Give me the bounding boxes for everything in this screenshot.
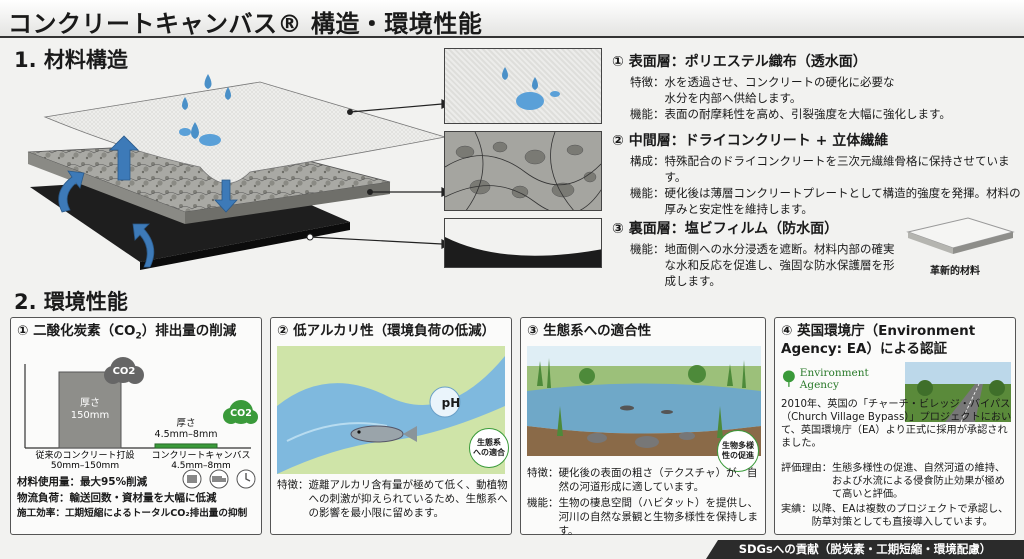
river-fish-illustration [277, 346, 505, 474]
page-title: コンクリートキャンバス® 構造・環境性能 [8, 10, 483, 38]
co2-title-post: ）排出量の削減 [141, 323, 237, 339]
ph-bubble-text: pH [441, 396, 461, 410]
co2-panel-notes: 材料使用量：最大95%削減 物流負荷：輸送回数・資材量を大幅に低減 施工効率：工… [17, 474, 247, 522]
ea-row1-label: 評価理由： [781, 463, 832, 474]
layer3-row1-text: 地面側への水分浸透を遮断。材料内部の確実な水和反応を促進し、強固な防水保護層を形… [664, 242, 895, 288]
section2-heading: 2. 環境性能 [14, 290, 128, 314]
eco-row1-label: 特徴： [527, 467, 559, 479]
low-alkaline-description: 特徴： 遊離アルカリ含有量が極めて低く、動植物への刺激が抑えられているため、生態… [277, 478, 509, 520]
co2-cloud-green-text: CO2 [230, 408, 252, 419]
ea-row2-label: 実績： [781, 504, 812, 515]
ea-details: 評価理由：生態多様性の促進、自然河道の維持、および水流による侵食防止効果が極めて… [781, 462, 1013, 529]
low-alkaline-label: 特徴： [277, 479, 309, 491]
layer3-description: ③ 裏面層：塩ビフィルム（防水面） 機能：地面側への水分浸透を遮断。材料内部の確… [612, 219, 902, 289]
ea-certification-panel: ④ 英国環境庁（Environment Agency: EA）による認証 Env… [774, 317, 1016, 535]
layer1-row1-label: 特徴： [630, 75, 665, 89]
co2-cloud-grey-text: CO2 [113, 366, 136, 377]
canvas-bar [154, 443, 218, 449]
co2-title-pre: ① 二酸化炭素（CO [17, 323, 136, 339]
layer2-row1-label: 構成： [630, 154, 665, 168]
biodiversity-badge: 生物多様 性の促進 [717, 430, 759, 472]
layer2-description: ② 中間層：ドライコンクリート + 立体繊維 構成：特殊配合のドライコンクリート… [612, 131, 1022, 217]
surface-layer-thumbnail [444, 48, 602, 124]
eco-row2-text: 生物の棲息空間（ハビタット）を提供し、河川の自然な景観と生物多様性を保持します。 [558, 497, 759, 537]
layer1-description: ① 表面層：ポリエステル織布（透水面） 特徴：水を透過させ、コンクリートの硬化に… [612, 52, 1022, 122]
ecosystem-title: ③ 生態系への適合性 [527, 323, 652, 339]
ea-logo: Environment Agency [781, 362, 873, 396]
co2-panel-title: ① 二酸化炭素（CO2）排出量の削減 [17, 322, 236, 346]
water-flow-arrows [58, 135, 238, 268]
eco-row1-text: 硬化後の表面の粗さ（テクスチャ）が、自然の河道形成に適しています。 [558, 467, 758, 493]
innovative-material-label: 革新的材料 [930, 266, 980, 277]
layer3-title: ③ 裏面層：塩ビフィルム（防水面） [612, 221, 839, 237]
concrete-layer-thumbnail [444, 131, 602, 211]
co2-line2: 物流負荷：輸送回数・資材量を大幅に低減 [17, 492, 217, 504]
low-alkaline-title: ② 低アルカリ性（環境負荷の低減） [277, 323, 496, 339]
low-alkaline-panel: ② 低アルカリ性（環境負荷の低減） pH 生態系 への適合 特徴： 遊離アルカリ… [270, 317, 512, 535]
layer3-row1-label: 機能： [630, 242, 665, 256]
layer-exploded-diagram [27, 74, 450, 270]
ea-logo-text: Environment Agency [799, 367, 869, 391]
ea-row1-text: 生態多様性の促進、自然河道の維持、および水流による侵食防止効果が極めて高いと評価… [831, 463, 1006, 500]
layer2-title: ② 中間層：ドライコンクリート + 立体繊維 [612, 133, 889, 149]
layer1-title: ① 表面層：ポリエステル織布（透水面） [612, 54, 867, 70]
ecosystem-panel: ③ 生態系への適合性 生物多様 性の促進 特徴：硬化後の表面の粗さ（テクスチャ）… [520, 317, 766, 538]
bypass-road-photo [905, 362, 1011, 422]
eco-fit-badge: 生態系 への適合 [469, 428, 509, 468]
sdgs-footer: SDGsへの貢献（脱炭素・工期短縮・環境配慮） [706, 540, 1024, 559]
co2-cloud-grey [104, 357, 144, 384]
ea-logo-icon [782, 370, 795, 387]
fish [350, 425, 417, 443]
layer2-row2-text: 硬化後は薄層コンクリートプレートとして構造的強度を発揮。材料の厚みと安定性を維持… [664, 186, 1021, 216]
low-alkaline-text: 遊離アルカリ含有量が極めて低く、動植物への刺激が抑えられているため、生態系への影… [308, 479, 508, 519]
section1-heading: 1. 材料構造 [14, 48, 128, 72]
ea-row2-text: 以降、EAは複数のプロジェクトで承認し、防草対策としても直接導入しています。 [811, 504, 1009, 528]
layer2-row1-text: 特殊配合のドライコンクリートを三次元繊維骨格に保持させています。 [664, 154, 1010, 184]
layer1-row2-text: 表面の耐摩耗性を高め、引裂強度を大幅に強化します。 [664, 107, 951, 121]
layer2-row2-label: 機能： [630, 186, 665, 200]
logistics-icons [182, 469, 256, 489]
title-bar: コンクリートキャンバス® 構造・環境性能 [0, 0, 1024, 38]
water-droplets [179, 74, 231, 146]
co2-line3: 施工効率：工期短縮によるトータルCO₂排出量の抑制 [17, 508, 248, 519]
innovative-material-image [906, 217, 1015, 254]
ecosystem-description: 特徴：硬化後の表面の粗さ（テクスチャ）が、自然の河道形成に適しています。 機能：… [527, 466, 763, 538]
co2-title-sub: 2 [135, 331, 142, 342]
layer1-row2-label: 機能： [630, 107, 665, 121]
eco-row2-label: 機能： [527, 497, 559, 509]
co2-cloud-green [223, 400, 258, 424]
pvc-layer-thumbnail [444, 218, 602, 268]
co2-line1: 材料使用量：最大95%削減 [17, 476, 148, 488]
ea-intro: 2010年、英国の「チャーチ・ビレッジ・バイパス（Church Village … [781, 399, 1012, 449]
ea-title: ④ 英国環境庁（Environment Agency: EA）による認証 [781, 323, 976, 357]
conventional-bar [58, 371, 122, 449]
layer1-row1-text: 水を透過させ、コンクリートの硬化に必要な水分を内部へ供給します。 [664, 75, 895, 105]
